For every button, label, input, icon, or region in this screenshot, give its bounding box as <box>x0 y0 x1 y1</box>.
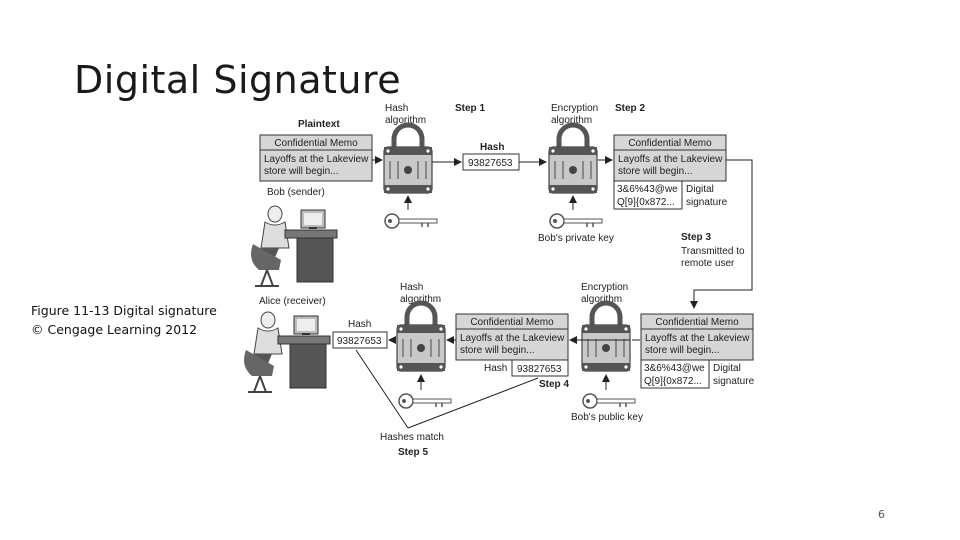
received-memo-title: Confidential Memo <box>655 317 739 328</box>
bottom-encryption-label-1: Encryption <box>581 282 628 293</box>
step4-label: Step 4 <box>539 379 569 390</box>
signed-memo-line1: Layoffs at the Lakeview <box>618 154 723 165</box>
figure-caption: Figure 11-13 Digital signature © Cengage… <box>31 301 217 339</box>
plaintext-memo-title: Confidential Memo <box>274 138 358 149</box>
plaintext-label: Plaintext <box>298 119 340 130</box>
step1-label: Step 1 <box>455 103 485 114</box>
plaintext-memo-line1: Layoffs at the Lakeview <box>264 154 369 165</box>
received-memo-line1: Layoffs at the Lakeview <box>645 333 750 344</box>
step2-label: Step 2 <box>615 103 645 114</box>
bottom-encryption-padlock-icon <box>582 303 630 371</box>
decrypted-memo-line1: Layoffs at the Lakeview <box>460 333 565 344</box>
slide-title: Digital Signature <box>74 58 402 102</box>
decrypted-hash-label: Hash <box>484 363 507 374</box>
top-encryption-label-2: algorithm <box>551 115 592 126</box>
received-memo-box <box>640 313 754 361</box>
step3-desc-2: remote user <box>681 258 735 269</box>
top-hash-label: Hash <box>480 142 504 153</box>
signed-signature-line2: Q[9]{0x872... <box>617 197 675 208</box>
plaintext-memo-line2: store will begin... <box>264 166 338 177</box>
caption-line-1: Figure 11-13 Digital signature <box>31 303 217 318</box>
top-encryption-padlock-icon <box>549 125 597 193</box>
page-number: 6 <box>878 508 885 521</box>
top-hash-value: 93827653 <box>468 158 513 169</box>
bottom-digital-label: Digital <box>713 363 741 374</box>
bottom-hash-algorithm-label-1: Hash <box>400 282 423 293</box>
signed-memo-box <box>613 134 727 182</box>
bobs-private-key-icon <box>549 213 603 229</box>
bobs-public-key-label: Bob's public key <box>571 412 643 423</box>
top-hash-algorithm-label-1: Hash <box>385 103 408 114</box>
bottom-hash-padlock-icon <box>397 303 445 371</box>
top-hash-algorithm-label-2: algorithm <box>385 115 426 126</box>
alice-figure-icon <box>243 311 331 393</box>
decrypted-memo-line2: store will begin... <box>460 345 534 356</box>
caption-line-2: © Cengage Learning 2012 <box>31 322 198 337</box>
received-signature-box <box>640 359 710 389</box>
received-memo-line2: store will begin... <box>645 345 719 356</box>
bobs-public-key-icon <box>582 393 636 409</box>
decrypted-memo-box <box>455 313 569 361</box>
decrypted-memo-title: Confidential Memo <box>470 317 554 328</box>
bob-label: Bob (sender) <box>267 187 325 198</box>
decrypted-hash-value: 93827653 <box>517 364 562 375</box>
step3-label: Step 3 <box>681 232 711 243</box>
signed-signature-box <box>613 180 683 210</box>
bob-figure-icon <box>250 205 338 287</box>
top-hash-key-icon <box>384 213 438 229</box>
bottom-hash-key-icon <box>398 393 452 409</box>
decrypted-hash-box <box>511 359 569 377</box>
signed-memo-line2: store will begin... <box>618 166 692 177</box>
step3-desc-1: Transmitted to <box>681 246 745 257</box>
plaintext-memo-box <box>259 134 373 182</box>
hashes-match-label: Hashes match <box>380 432 444 443</box>
top-hash-padlock-icon <box>384 125 432 193</box>
bottom-encryption-label-2: algorithm <box>581 294 622 305</box>
step5-label: Step 5 <box>398 447 428 458</box>
bottom-left-hash-label: Hash <box>348 319 371 330</box>
received-signature-line1: 3&6%43@we <box>644 363 705 374</box>
signed-signature-line1: 3&6%43@we <box>617 184 678 195</box>
top-signature-label: signature <box>686 197 728 208</box>
bottom-signature-label: signature <box>713 376 755 387</box>
signed-memo-title: Confidential Memo <box>628 138 712 149</box>
bottom-hash-algorithm-label-2: algorithm <box>400 294 441 305</box>
bottom-left-hash-value: 93827653 <box>337 336 382 347</box>
alice-label: Alice (receiver) <box>259 296 326 307</box>
top-encryption-label-1: Encryption <box>551 103 598 114</box>
received-signature-line2: Q[9]{0x872... <box>644 376 702 387</box>
bobs-private-key-label: Bob's private key <box>538 233 614 244</box>
bottom-left-hash-box <box>332 331 388 349</box>
top-digital-label: Digital <box>686 184 714 195</box>
